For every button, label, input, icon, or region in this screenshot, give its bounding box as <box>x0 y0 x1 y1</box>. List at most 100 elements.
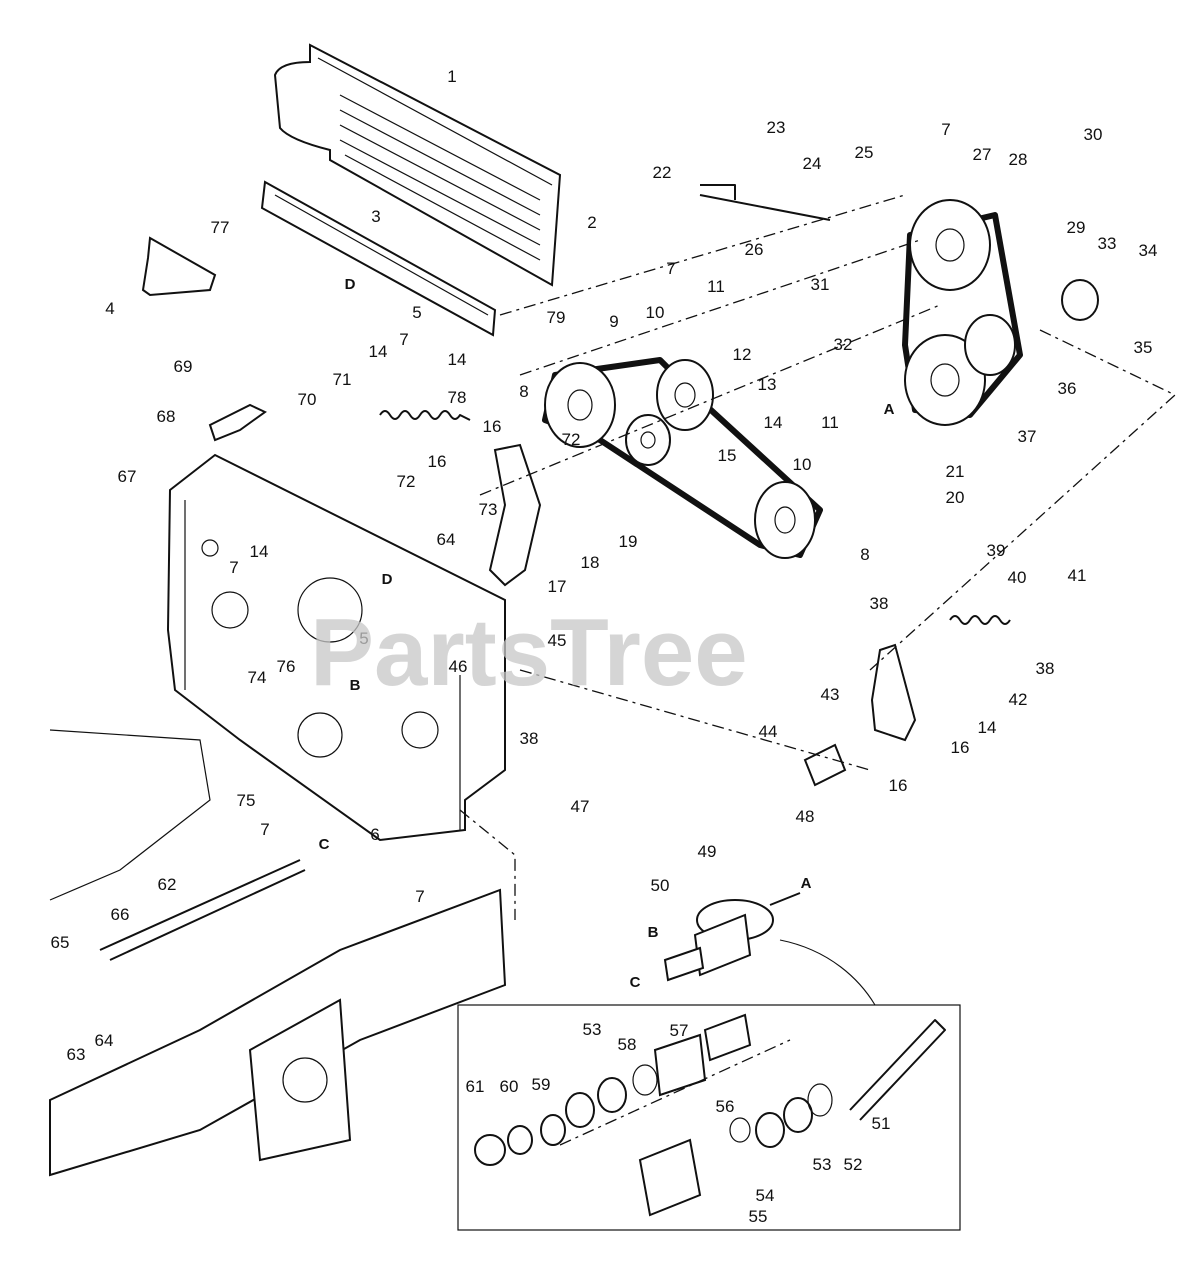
callout-13: 13 <box>758 375 777 394</box>
callout-24: 24 <box>803 154 822 173</box>
callout-5: 5 <box>359 629 368 648</box>
callout-72: 72 <box>397 472 416 491</box>
spindle-assembly <box>663 892 801 982</box>
ref-letter-b: B <box>648 924 659 941</box>
callout-46: 46 <box>449 657 468 676</box>
ref-letter-a: A <box>801 875 812 892</box>
callout-16: 16 <box>428 452 447 471</box>
callout-16: 16 <box>483 417 502 436</box>
callout-71: 71 <box>333 370 352 389</box>
callout-57: 57 <box>670 1021 689 1040</box>
callout-7: 7 <box>260 820 269 839</box>
callout-38: 38 <box>870 594 889 613</box>
callout-20: 20 <box>946 488 965 507</box>
ref-letter-c: C <box>630 974 641 991</box>
ref-letter-d: D <box>382 571 393 588</box>
rear-idler-assembly <box>803 615 1011 787</box>
callout-41: 41 <box>1068 566 1087 585</box>
belt-drive-rear <box>902 199 1099 426</box>
callout-35: 35 <box>1134 338 1153 357</box>
alignment-lines <box>459 194 1177 1146</box>
callout-78: 78 <box>448 388 467 407</box>
callout-28: 28 <box>1009 150 1028 169</box>
hinge-bracket <box>260 180 497 337</box>
side-bracket <box>141 236 217 297</box>
clip <box>208 403 267 442</box>
callout-53: 53 <box>813 1155 832 1174</box>
mounting-plate <box>166 453 506 842</box>
callout-4: 4 <box>105 299 114 318</box>
callout-62: 62 <box>158 875 177 894</box>
callout-10: 10 <box>793 455 812 474</box>
callout-7: 7 <box>229 558 238 577</box>
callout-25: 25 <box>855 143 874 162</box>
callout-11: 11 <box>707 277 725 296</box>
callout-10: 10 <box>646 303 665 322</box>
grille-cover <box>273 43 562 287</box>
ref-letter-a: A <box>884 401 895 418</box>
callout-69: 69 <box>174 357 193 376</box>
callout-6: 6 <box>370 825 379 844</box>
callout-44: 44 <box>759 722 778 741</box>
callout-73: 73 <box>479 500 498 519</box>
callout-21: 21 <box>946 462 965 481</box>
callout-16: 16 <box>889 776 908 795</box>
callout-14: 14 <box>978 718 997 737</box>
callout-19: 19 <box>619 532 638 551</box>
callout-75: 75 <box>237 791 256 810</box>
callout-29: 29 <box>1067 218 1086 237</box>
callout-43: 43 <box>821 685 840 704</box>
callout-63: 63 <box>67 1045 86 1064</box>
callout-8: 8 <box>860 545 869 564</box>
callout-18: 18 <box>581 553 600 572</box>
callout-3: 3 <box>371 207 380 226</box>
callout-23: 23 <box>767 118 786 137</box>
callout-12: 12 <box>733 345 752 364</box>
callout-5: 5 <box>412 303 421 322</box>
callout-52: 52 <box>844 1155 863 1174</box>
callout-38: 38 <box>520 729 539 748</box>
callout-42: 42 <box>1009 690 1028 709</box>
callout-77: 77 <box>211 218 230 237</box>
callout-31: 31 <box>811 275 830 294</box>
callout-60: 60 <box>500 1077 519 1096</box>
callout-7: 7 <box>666 259 675 278</box>
grille-slots <box>339 94 541 261</box>
callout-48: 48 <box>796 807 815 826</box>
callout-65: 65 <box>51 933 70 952</box>
callout-51: 51 <box>872 1114 891 1133</box>
callout-59: 59 <box>532 1075 551 1094</box>
callout-70: 70 <box>298 390 317 409</box>
callout-56: 56 <box>716 1097 735 1116</box>
callout-11: 11 <box>821 413 839 432</box>
callout-79: 79 <box>547 308 566 327</box>
callout-61: 61 <box>466 1077 485 1096</box>
callout-50: 50 <box>651 876 670 895</box>
callout-22: 22 <box>653 163 672 182</box>
control-rod <box>699 184 831 221</box>
callout-34: 34 <box>1139 241 1158 260</box>
callout-76: 76 <box>277 657 296 676</box>
callout-74: 74 <box>248 668 267 687</box>
callout-14: 14 <box>764 413 783 432</box>
callout-72: 72 <box>562 430 581 449</box>
callout-47: 47 <box>571 797 590 816</box>
callout-55: 55 <box>749 1207 768 1226</box>
callout-54: 54 <box>756 1186 775 1205</box>
callout-14: 14 <box>369 342 388 361</box>
ref-letter-b: B <box>350 677 361 694</box>
ref-letter-d: D <box>345 276 356 293</box>
callout-15: 15 <box>718 446 737 465</box>
callout-26: 26 <box>745 240 764 259</box>
callout-7: 7 <box>415 887 424 906</box>
callout-49: 49 <box>698 842 717 861</box>
chassis-frame <box>49 729 507 1177</box>
callout-53: 53 <box>583 1020 602 1039</box>
callout-67: 67 <box>118 467 137 486</box>
callout-64: 64 <box>437 530 456 549</box>
callout-39: 39 <box>987 541 1006 560</box>
callout-30: 30 <box>1084 125 1103 144</box>
callout-8: 8 <box>519 382 528 401</box>
callout-14: 14 <box>250 542 269 561</box>
